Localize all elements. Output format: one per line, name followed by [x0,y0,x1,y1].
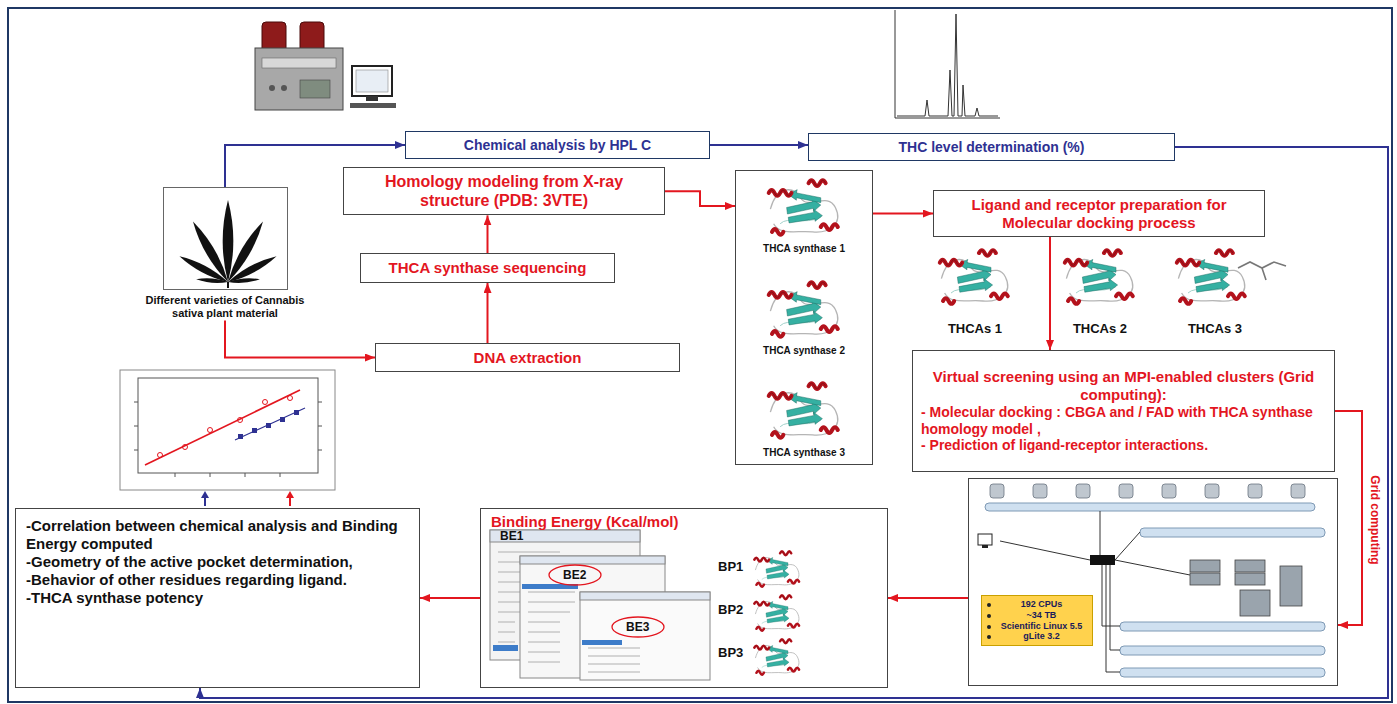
box-text: Chemical analysis by HPL C [414,137,701,154]
pocket-label: BP1 [718,560,743,574]
process-box: Ligand and receptor preparation for Mole… [933,190,1265,237]
flow-arrow [420,597,480,599]
cluster-panel: 192 CPUs~34 TBScientific Linux 5.5gLite … [968,478,1338,686]
hplc-instrument [255,22,396,110]
box-text: THCA synthase 3 [736,447,872,459]
pocket-label: BP2 [718,603,743,617]
pocket-label: BP3 [718,646,743,660]
flow-arrow [1049,237,1051,350]
image-frame [163,187,288,290]
grid-cluster [978,484,1325,677]
process-box: Homology modeling from X-ray structure (… [343,167,665,215]
box-text: -THCA synthase potency [26,589,409,607]
process-box: Chemical analysis by HPL C [405,131,710,159]
box-text: - Prediction of ligand-receptor interact… [921,437,1326,454]
flow-arrow [665,191,735,206]
chart-arrows [201,491,294,506]
protein-models [769,180,1286,437]
box-text: 192 CPUs [995,599,1088,610]
box-text: Different varieties of Cannabis sativa p… [129,294,321,320]
box-text: -Correlation between chemical analysis a… [26,517,409,553]
flow-arrow [888,597,968,599]
box-text: Virtual screening using an MPI-enabled c… [921,368,1326,404]
model-label: THCAs 1 [948,322,1002,336]
box-text: - Molecular docking : CBGA and / FAD wit… [921,404,1326,438]
process-box: THCA synthase sequencing [360,253,615,283]
conclusion-box: -Correlation between chemical analysis a… [15,508,420,688]
process-box: THC level determination (%) [808,133,1175,161]
flow-arrow [225,320,375,357]
chromatogram [895,10,1000,118]
edge-label: Grid computing [1368,475,1382,564]
plant-sample: Different varieties of Cannabis sativa p… [125,187,325,320]
box-text: THCA synthase 2 [736,345,872,357]
energy-label: BE1 [500,529,523,543]
docking-screenshots [490,530,799,680]
figure-frame [8,8,1392,702]
box-text: -Behavior of other residues regarding li… [26,571,409,589]
box-text: Ligand and receptor preparation for Mole… [942,196,1256,232]
box-text: Scientific Linux 5.5 [995,621,1088,632]
process-box: DNA extraction [375,343,680,372]
box-text: Binding Energy (Kcal/mol) [491,513,877,531]
flow-arrow [225,145,405,187]
box-text: THCA synthase 1 [736,243,872,255]
flow-arrow [487,215,489,253]
model-panel: THCA synthase 1 THCA synthase 2 THCA synth… [735,170,873,465]
box-text: Homology modeling from X-ray structure (… [352,172,656,210]
flow-arrow [487,283,489,343]
cannabis-leaf [178,200,278,288]
flow-arrow [873,213,933,215]
box-text: THCA synthase sequencing [367,259,608,277]
energy-label: BE3 [626,620,649,634]
box-text: THC level determination (%) [817,139,1166,156]
process-box: Virtual screening using an MPI-enabled c… [912,350,1335,472]
box-text: DNA extraction [384,349,671,367]
energy-label: BE2 [563,568,586,582]
spec-box: 192 CPUs~34 TBScientific Linux 5.5gLite … [981,595,1093,646]
model-label: THCAs 2 [1073,322,1127,336]
box-text: ~34 TB [995,610,1088,621]
box-text: gLite 3.2 [995,631,1088,642]
flow-arrow [710,144,808,146]
flow-arrow [1335,411,1362,625]
result-panel: Binding Energy (Kcal/mol) [480,508,888,688]
correlation-chart [120,370,335,490]
box-text: -Geometry of the active pocket determina… [26,553,409,571]
flow-arrow [200,147,1388,698]
model-label: THCAs 3 [1188,322,1242,336]
